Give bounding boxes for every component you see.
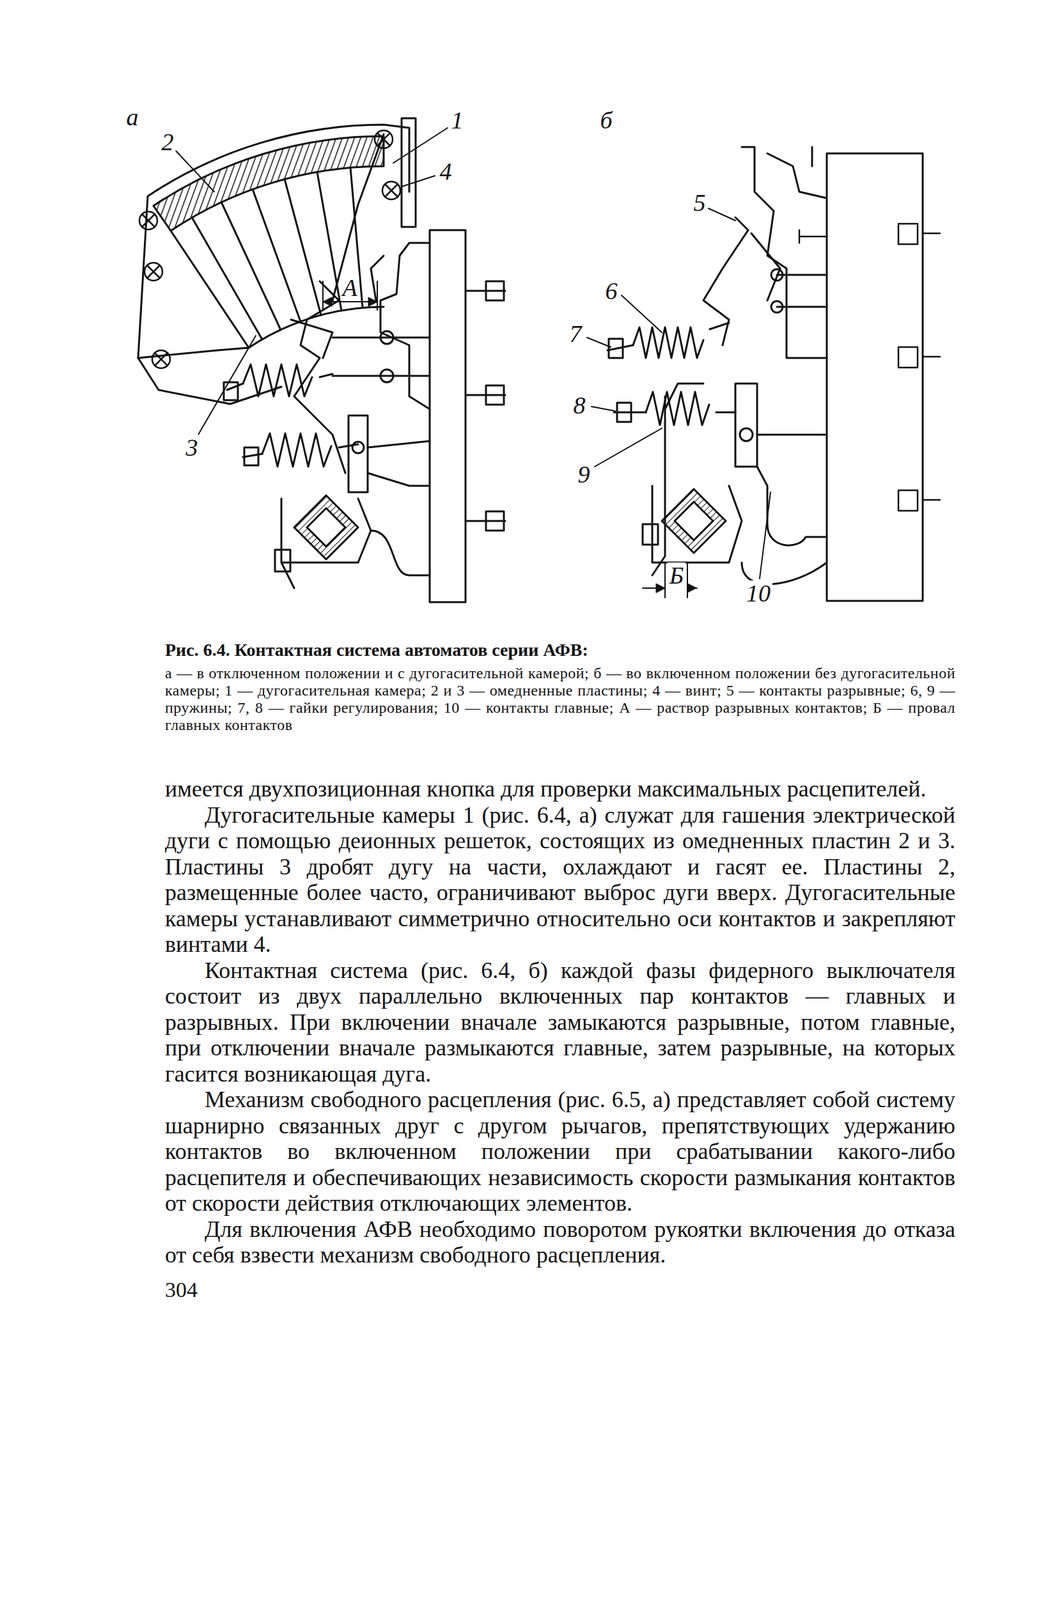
body-paragraph: Механизм свободного расцепления (рис. 6.… xyxy=(164,1087,956,1217)
page-number: 304 xyxy=(164,1277,956,1304)
callout-number: 1 xyxy=(449,107,466,134)
body-paragraph: имеется двухпозиционная кнопка для прове… xyxy=(164,776,956,803)
body-paragraph: Для включения АФВ необходимо поворотом р… xyxy=(164,1216,956,1269)
dimension-letter: А xyxy=(340,274,359,301)
callout-number: 2 xyxy=(159,129,176,155)
callout-number: 3 xyxy=(184,434,201,461)
callout-number: 8 xyxy=(571,392,588,419)
callout-number: 6 xyxy=(603,278,620,304)
caption-legend: а — в отключенном положении и с дугогаси… xyxy=(164,665,956,735)
callout-number: 10 xyxy=(744,580,773,607)
panel-letter: а xyxy=(124,104,141,130)
body-paragraph: Дугогасительные камеры 1 (рис. 6.4, а) с… xyxy=(164,802,956,958)
callout-number: 7 xyxy=(567,321,584,347)
panel-letter: б xyxy=(597,107,614,134)
callout-number: 4 xyxy=(438,158,455,185)
text-column: Рис. 6.4. Контактная система автоматов с… xyxy=(164,639,956,1304)
figure-caption: Рис. 6.4. Контактная система автоматов с… xyxy=(164,639,956,662)
body-paragraph: Контактная система (рис. 6.4, б) каждой … xyxy=(164,957,956,1088)
callout-number: 9 xyxy=(576,461,593,488)
contact-system-illustration xyxy=(0,0,1057,640)
callout-number: 5 xyxy=(691,189,708,216)
dimension-letter: Б xyxy=(667,562,686,589)
